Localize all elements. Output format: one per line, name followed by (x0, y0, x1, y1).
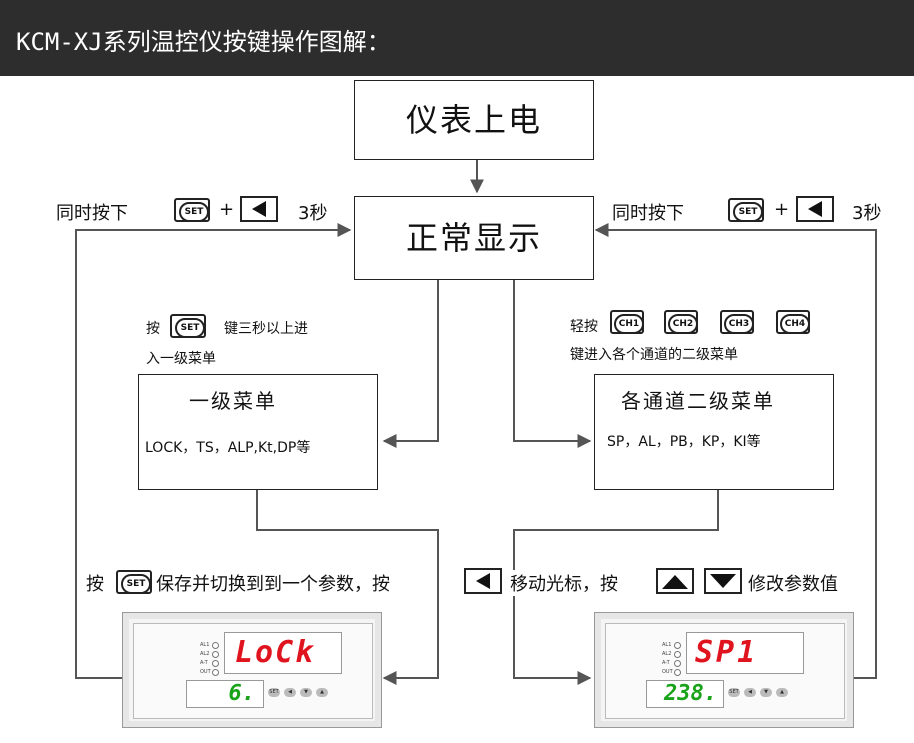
indicator-label: AL2 (200, 651, 210, 657)
ch2-key-icon: CH2 (664, 310, 698, 334)
up-arrow-key-icon (656, 568, 694, 594)
arrow-left-return (75, 223, 352, 679)
press-label: 按 (146, 321, 160, 337)
set-button[interactable]: SET (728, 688, 740, 697)
upper-display-value: LoCk (235, 635, 316, 670)
up-button[interactable]: ▲ (316, 688, 328, 697)
left-arrow-key-icon (796, 196, 834, 222)
normal-display-label: 正常显示 (405, 219, 542, 257)
indicator-led-icon (674, 651, 681, 658)
level1-hint-line1: 键三秒以上进 (224, 321, 308, 337)
level1-items: LOCK，TS，ALP,Kt,DP等 (145, 440, 311, 456)
left-button[interactable]: ◀ (744, 688, 756, 697)
indicator-led-icon (674, 669, 681, 676)
set-key-icon: SET (170, 314, 206, 338)
three-sec-label: 3秒 (298, 203, 328, 224)
left-arrow-key-icon (240, 196, 278, 222)
level2-hint: 键进入各个通道的二级菜单 (570, 347, 738, 363)
set-key-icon: SET (116, 570, 152, 594)
ch3-key-icon: CH3 (720, 310, 754, 334)
arrow-normal-to-level2 (513, 280, 592, 448)
indicator-led-icon (212, 660, 219, 667)
upper-display: LoCk (224, 632, 342, 674)
lower-display: 238. (646, 680, 724, 708)
bottom-modify-label: 修改参数值 (748, 570, 838, 596)
three-sec-label: 3秒 (852, 203, 882, 224)
left-arrow-key-icon (464, 568, 502, 594)
lower-display-value: 6. (228, 681, 256, 706)
level1-menu-box: 一级菜单 LOCK，TS，ALP,Kt,DP等 (138, 374, 378, 490)
down-button[interactable]: ▼ (760, 688, 772, 697)
indicator-led-icon (674, 642, 681, 649)
lower-display: 6. (186, 680, 264, 708)
left-return-text: 同时按下 (56, 203, 128, 224)
arrow-level2-to-device (513, 490, 719, 685)
set-button[interactable]: SET (268, 688, 280, 697)
plus-sign: + (219, 199, 235, 220)
down-button[interactable]: ▼ (300, 688, 312, 697)
set-key-icon: SET (174, 198, 210, 222)
indicator-label: OUT (200, 669, 211, 675)
indicator-label: A-T (662, 660, 670, 666)
arrow-normal-to-level1 (382, 280, 439, 448)
level2-menu-box: 各通道二级菜单 SP，AL，PB，KP，KI等 (594, 374, 834, 490)
level1-title: 一级菜单 (189, 389, 277, 413)
level2-title: 各通道二级菜单 (621, 389, 775, 413)
indicator-label: AL1 (200, 642, 210, 648)
header-bar: KCM-XJ系列温控仪按键操作图解： (0, 0, 914, 76)
indicator-label: OUT (662, 669, 673, 675)
indicator-label: AL2 (662, 651, 672, 657)
device-panel: AL1 AL2 A-T OUT LoCk 6. SET ◀ ▼ ▲ (133, 623, 373, 719)
power-on-label: 仪表上电 (405, 101, 542, 139)
bottom-cursor-label: 移动光标，按 (510, 570, 618, 596)
upper-display-value: SP1 (695, 635, 759, 670)
controller-device-left: AL1 AL2 A-T OUT LoCk 6. SET ◀ ▼ ▲ (122, 612, 382, 728)
controller-device-right: AL1 AL2 A-T OUT SP1 238. SET ◀ ▼ ▲ (594, 612, 854, 728)
indicator-led-icon (674, 660, 681, 667)
left-button[interactable]: ◀ (284, 688, 296, 697)
indicator-label: A-T (200, 660, 208, 666)
arrow-level1-to-device (256, 490, 439, 685)
level2-items: SP，AL，PB，KP，KI等 (607, 434, 761, 450)
lower-display-value: 238. (664, 681, 717, 706)
indicator-led-icon (212, 669, 219, 676)
ch1-key-icon: CH1 (610, 310, 644, 334)
power-on-box: 仪表上电 (354, 80, 594, 160)
right-return-text: 同时按下 (612, 203, 684, 224)
upper-display: SP1 (686, 632, 804, 674)
plus-sign: + (774, 199, 790, 220)
level1-hint-line2: 入一级菜单 (146, 351, 216, 367)
ch4-key-icon: CH4 (776, 310, 810, 334)
bottom-save-label: 保存并切换到到一个参数，按 (156, 570, 390, 596)
page-title: KCM-XJ系列温控仪按键操作图解： (16, 28, 391, 56)
bottom-press-label: 按 (86, 570, 104, 596)
normal-display-box: 正常显示 (354, 196, 594, 280)
up-button[interactable]: ▲ (776, 688, 788, 697)
set-key-icon: SET (728, 198, 764, 222)
indicator-label: AL1 (662, 642, 672, 648)
down-arrow-key-icon (704, 568, 742, 594)
indicator-led-icon (212, 642, 219, 649)
indicator-led-icon (212, 651, 219, 658)
light-press-label: 轻按 (570, 319, 598, 335)
device-panel: AL1 AL2 A-T OUT SP1 238. SET ◀ ▼ ▲ (605, 623, 845, 719)
